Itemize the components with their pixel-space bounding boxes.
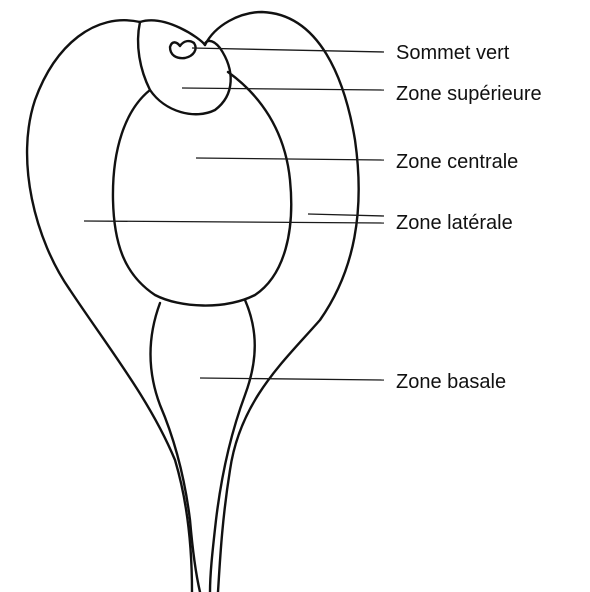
leader-zone-superieure: [182, 88, 384, 90]
leader-zone-laterale-upper: [308, 214, 384, 216]
leader-zone-laterale-lower: [84, 221, 384, 223]
stalk-right-line: [210, 300, 255, 592]
leader-zone-centrale: [196, 158, 384, 160]
zone-superieure-shape: [138, 22, 231, 114]
zone-centrale-shape: [113, 72, 291, 306]
sommet-vert-shape: [170, 41, 196, 58]
label-zone-centrale: Zone centrale: [396, 152, 518, 172]
stalk-left-line: [151, 303, 200, 592]
label-sommet-vert: Sommet vert: [396, 43, 509, 63]
leader-zone-basale: [200, 378, 384, 380]
label-zone-laterale: Zone latérale: [396, 213, 513, 233]
label-zone-superieure: Zone supérieure: [396, 84, 542, 104]
label-zone-basale: Zone basale: [396, 372, 506, 392]
